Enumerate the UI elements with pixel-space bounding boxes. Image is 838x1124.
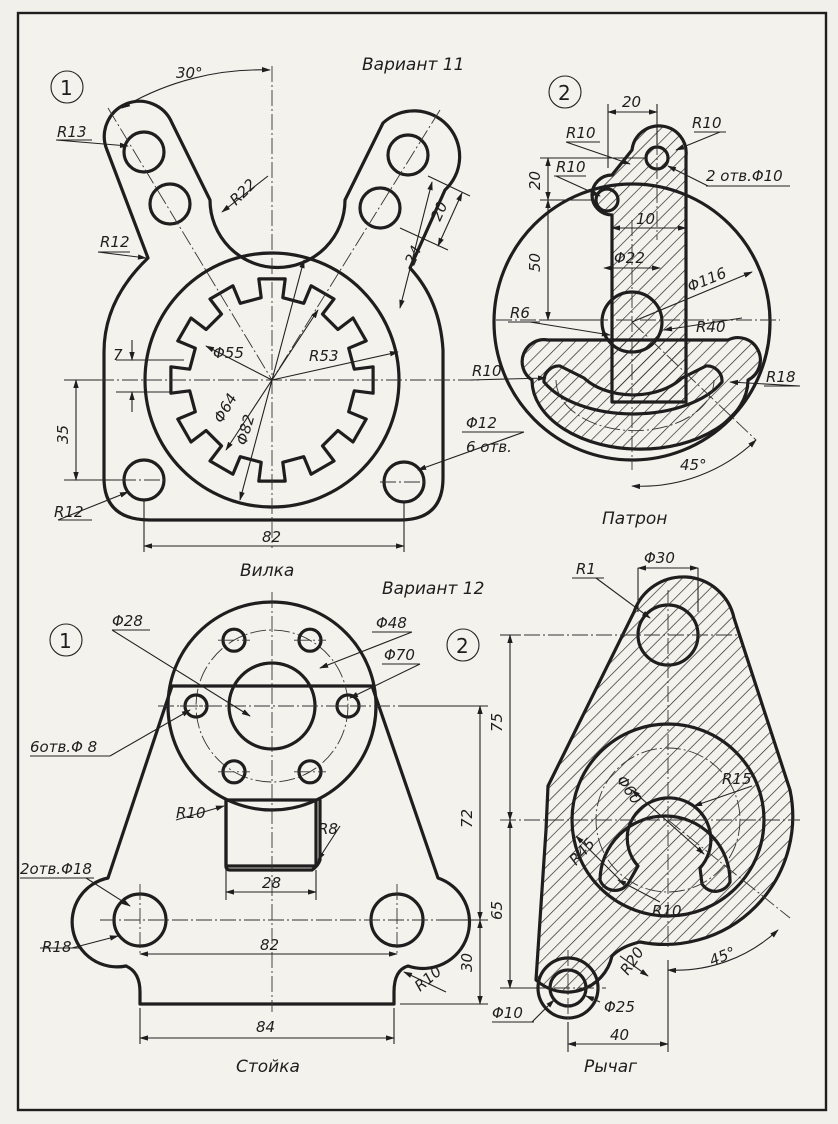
dim-label: 40 [610,1026,629,1044]
part-number-circle [49,623,83,657]
part-vilka: 1 30° R13 R22 R12 20 [50,64,525,581]
dim-label: Φ48 [376,614,407,632]
dim-label: 45° [680,456,707,474]
dim-label: 7 [113,346,123,364]
dim-label: R53 [309,347,339,365]
part-title: Рычаг [584,1057,637,1077]
dim-label: Φ12 [466,414,497,432]
dim-label: R18 [42,938,72,956]
dim-label: 20 [526,171,544,190]
dim-label: Φ70 [384,646,415,664]
vilka-hole [122,130,166,174]
dim-label: Φ10 [492,1004,523,1022]
part-rychag: 2 Φ30 R1 75 65 Φ60 R15 [446,549,800,1077]
part-title: Патрон [602,509,667,529]
dim-label: 72 [458,809,476,828]
dim-label: Φ55 [213,344,244,362]
part-number: 2 [558,81,571,105]
dim-label: R10 [472,362,502,380]
variant-12-title: Вариант 12 [382,579,484,599]
dim-label: R40 [696,318,726,336]
dim-label: 84 [256,1018,275,1036]
part-number: 2 [456,634,469,658]
dim-label: R10 [652,902,682,920]
part-patron: 2 20 R10 R10 R10 2 отв.Φ10 [469,75,801,529]
vilka-hole [148,182,192,226]
dim-label: 2отв.Φ18 [20,860,92,878]
dim-label: R15 [722,770,752,788]
dim-label: 82 [260,936,279,954]
part-title: Стойка [236,1057,300,1077]
variant-11-title: Вариант 11 [362,55,464,75]
dim-label: Φ30 [644,549,675,567]
dim-label: R1 [576,560,596,578]
dim-label: 6отв.Φ 8 [30,738,97,756]
dim-label: Φ22 [614,249,645,267]
dim-label: 65 [488,901,506,920]
dim-label: R10 [556,158,586,176]
dim-label: Φ25 [604,998,635,1016]
dim-label: 30 [458,953,476,972]
part-title: Вилка [240,561,294,581]
dim-label: 20 [622,93,641,111]
part-number-circle [50,70,84,104]
part-number-circle [446,628,480,662]
vilka-hole [386,133,430,177]
dim-label: 28 [262,874,281,892]
part-number: 1 [59,629,72,653]
dim-label: R13 [57,123,87,141]
part-stoyka: 1 Φ28 Φ48 Φ70 6отв.Φ 8 R10 [20,592,488,1077]
dim-label: 75 [488,713,506,732]
dim-label: Φ28 [112,612,143,630]
dim-label: R18 [766,368,796,386]
dim-label: R10 [566,124,596,142]
dim-label: 30° [176,64,203,82]
dim-label: 2 отв.Φ10 [706,167,783,185]
stoyka-neck-edge [224,798,322,872]
patron-slot [542,364,724,416]
part-number-circle [548,75,582,109]
dim-label: R12 [100,233,130,251]
dim-label: 10 [636,210,655,228]
dim-label: R6 [510,304,530,322]
dim-label: 6 отв. [466,438,512,456]
dim-label: 50 [526,253,544,272]
dim-label: R10 [176,804,206,822]
part-number: 1 [60,76,73,100]
dim-label: R10 [692,114,722,132]
dim-label: R12 [54,503,84,521]
stoyka-body [70,684,472,1006]
dim-label: 35 [54,425,72,444]
dim-label: R8 [318,820,338,838]
dim-label: 82 [262,528,281,546]
